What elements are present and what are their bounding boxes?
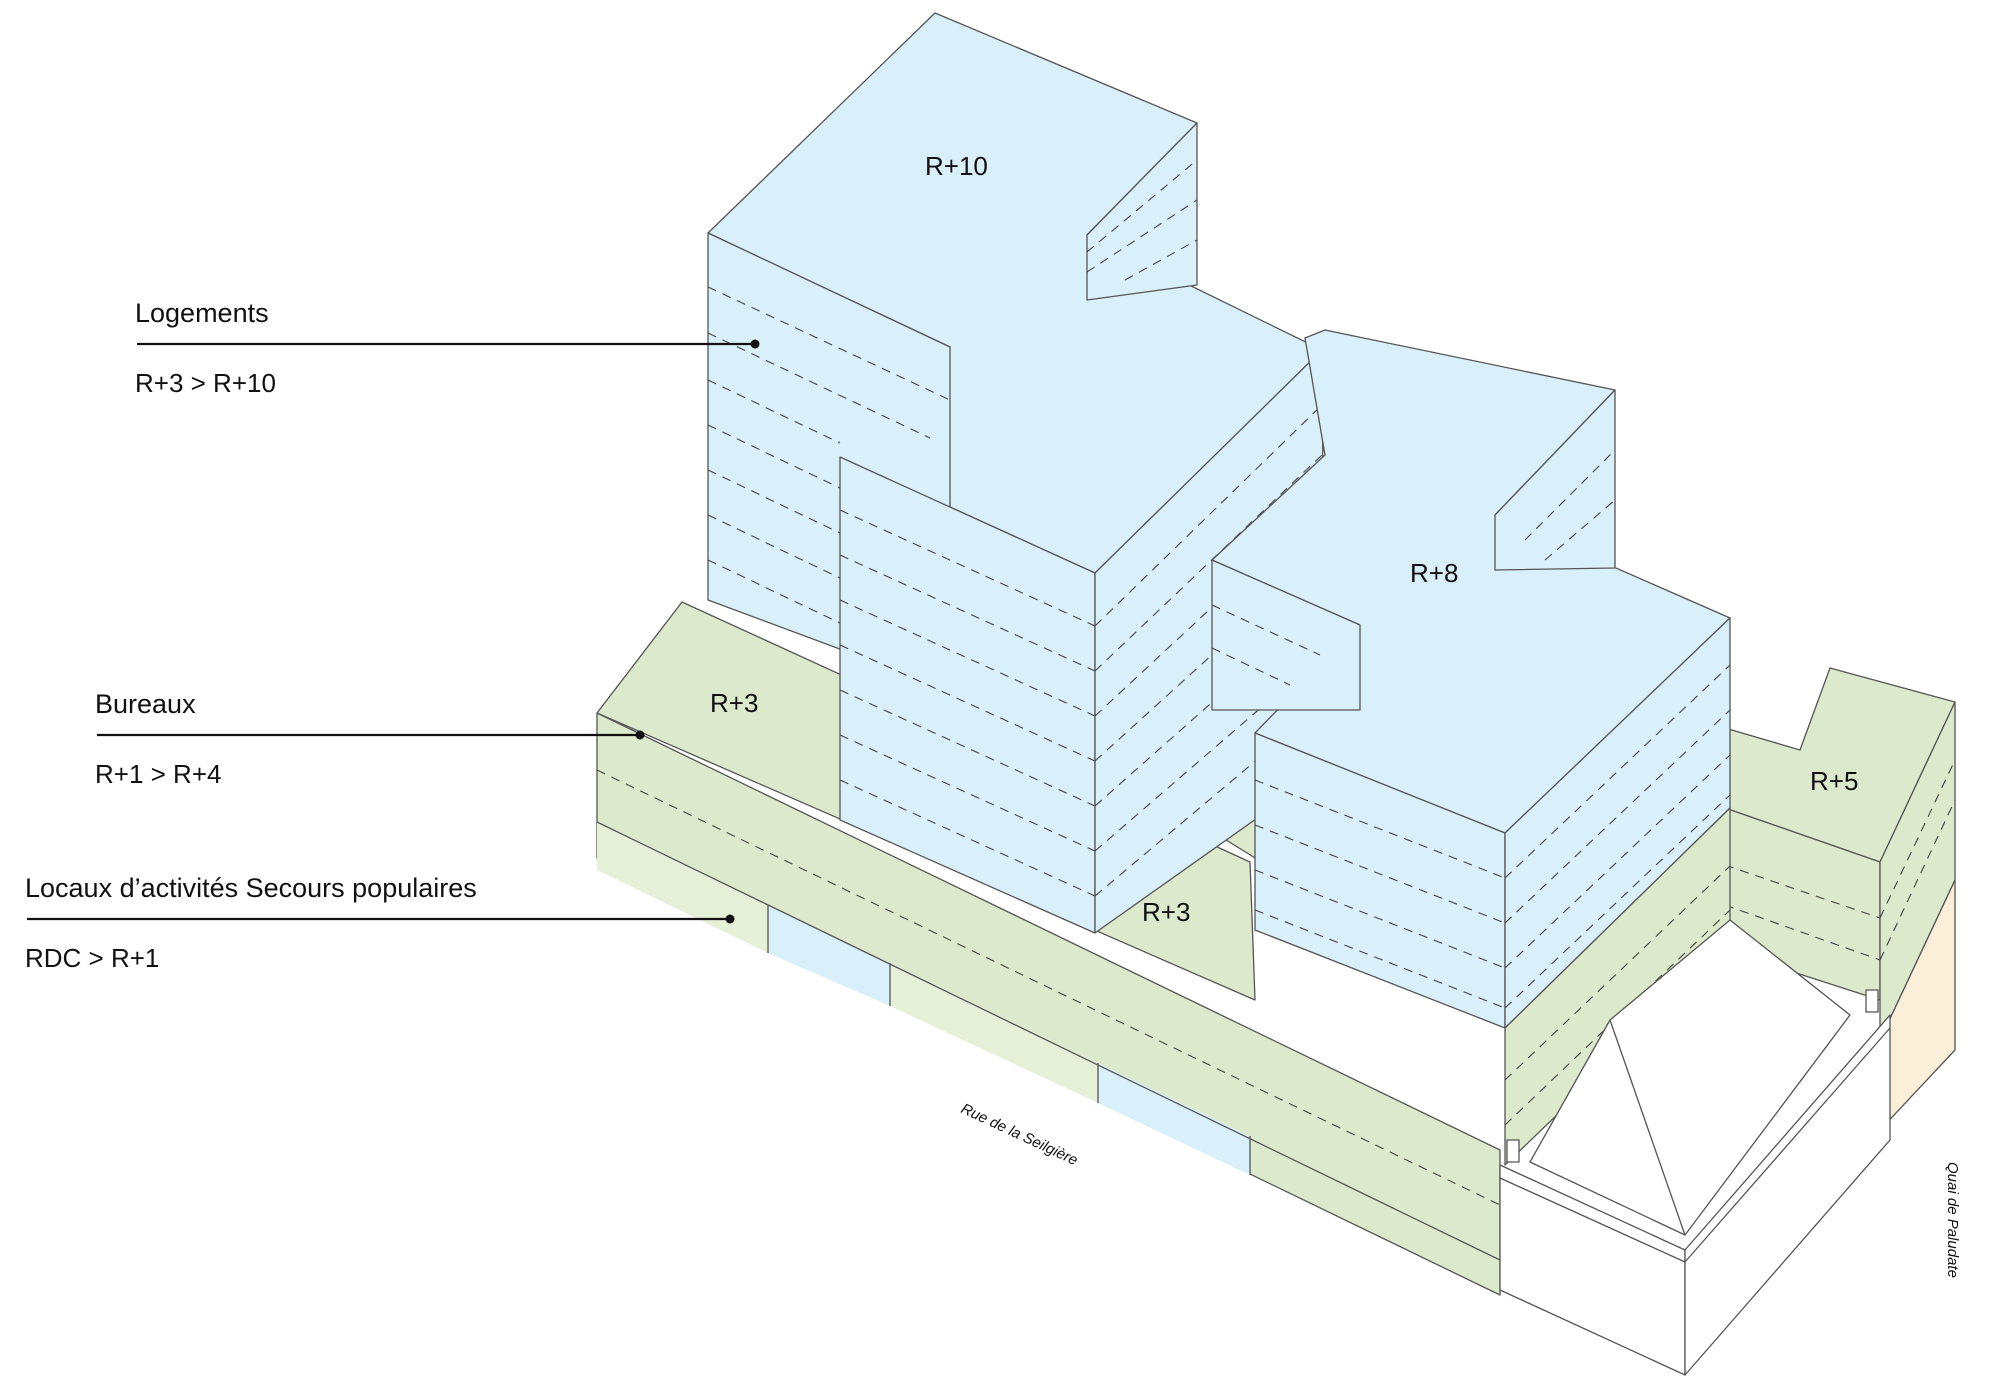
legend-bureaux: Bureaux R+1 > R+4: [95, 689, 645, 789]
tower-right-back-facade: [1211, 559, 1361, 711]
activites-band-west: [597, 822, 768, 953]
level-label-tower-left: R+10: [925, 151, 988, 181]
legend-bureaux-range: R+1 > R+4: [95, 759, 221, 789]
tower-left-floor-lines: [707, 159, 1323, 897]
street-label-east: Quai de Paludate: [1944, 1162, 1961, 1278]
level-label-offices-right: R+5: [1810, 766, 1858, 796]
legend-logements-range: R+3 > R+10: [135, 368, 276, 398]
activites-window-2: [1098, 1063, 1250, 1175]
level-label-offices-left: R+3: [710, 688, 758, 718]
legend-activites-range: RDC > R+1: [25, 943, 159, 973]
legend-logements: Logements R+3 > R+10: [135, 298, 760, 398]
tower-right-floor-lines: [1211, 449, 1731, 1009]
level-label-tower-right: R+8: [1410, 558, 1458, 588]
wall-post-left: [1506, 1139, 1520, 1163]
legend-activites: Locaux d’activités Secours populaires RD…: [25, 873, 735, 973]
legend-logements-title: Logements: [135, 298, 269, 328]
courtyard-opening: [1529, 919, 1851, 1236]
legend-bureaux-title: Bureaux: [95, 689, 196, 719]
podium-south-facade: [596, 712, 1501, 1296]
wall-post-right: [1865, 989, 1879, 1013]
level-label-offices-middle: R+3: [1142, 897, 1190, 927]
courtyard-wall-east: [1684, 1014, 1891, 1376]
legend-activites-title: Locaux d’activités Secours populaires: [25, 873, 477, 903]
activites-window-1: [768, 905, 890, 1006]
street-label-south: Rue de la Seilgière: [958, 1100, 1080, 1169]
activites-band-mid: [890, 963, 1098, 1103]
